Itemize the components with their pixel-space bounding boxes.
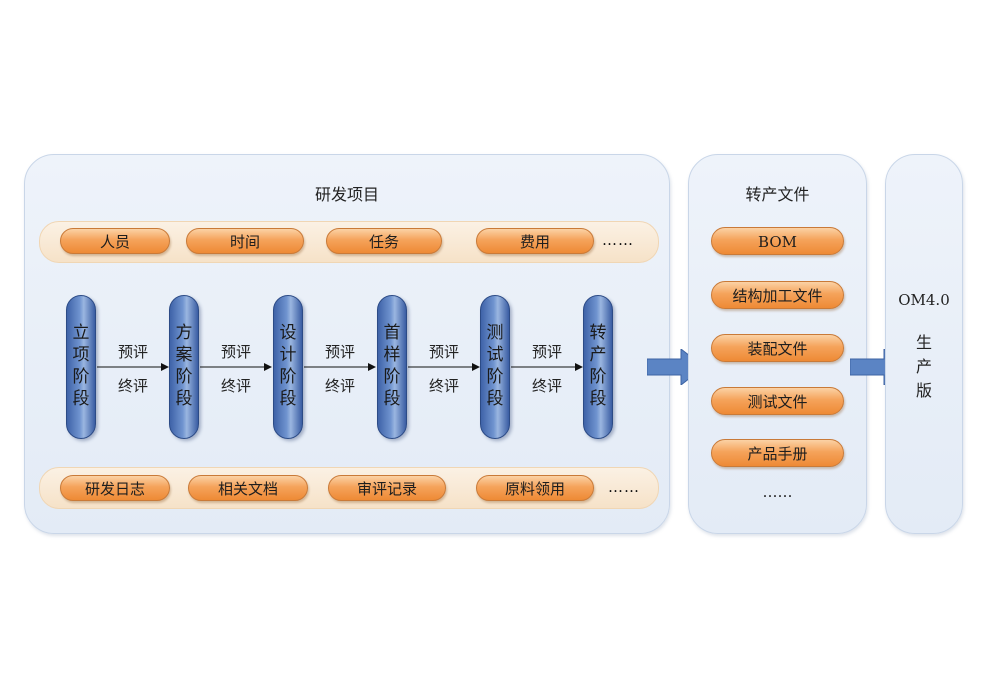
stage-transition: 预评 终评 <box>97 335 169 395</box>
stage-transition: 预评 终评 <box>408 335 480 395</box>
stage-label: 立项阶段 <box>67 322 95 410</box>
record-strip: 研发日志 相关文档 审评记录 原料领用 …… <box>39 467 659 509</box>
stage-char: 转 <box>589 323 607 343</box>
stage-char: 阶 <box>279 367 297 387</box>
transfer-pill-assembly-files: 装配文件 <box>711 334 844 362</box>
final-review-label: 终评 <box>428 377 459 395</box>
stage-transition: 预评 终评 <box>200 335 272 395</box>
transfer-pill-structure-files: 结构加工文件 <box>711 281 844 309</box>
production-system-label: OM4.0 <box>898 291 950 309</box>
production-panel: OM4.0 生产版 <box>885 154 963 534</box>
preliminary-review-label: 预评 <box>428 343 459 361</box>
resource-strip: 人员 时间 任务 费用 …… <box>39 221 659 263</box>
stage-testing: 测试阶段 <box>480 295 510 439</box>
stage-char: 测 <box>486 323 504 343</box>
stage-label: 方案阶段 <box>170 322 198 410</box>
stage-transition: 预评 终评 <box>304 335 376 395</box>
transition-arrow <box>304 363 376 371</box>
record-pill-dev-log: 研发日志 <box>60 475 170 501</box>
project-panel: 研发项目 人员 时间 任务 费用 …… 立项阶段 方案阶段 设计阶段 首样阶段 … <box>24 154 670 534</box>
resource-pill-task: 任务 <box>326 228 442 254</box>
transfer-title: 转产文件 <box>745 185 810 204</box>
record-more: …… <box>608 478 640 496</box>
transfer-pill-product-manual: 产品手册 <box>711 439 844 467</box>
preliminary-review-label: 预评 <box>324 343 355 361</box>
transfer-more: …… <box>762 483 793 501</box>
stage-char: 立 <box>72 323 90 343</box>
transfer-pill-test-files: 测试文件 <box>711 387 844 415</box>
stage-label: 转产阶段 <box>584 322 612 410</box>
stage-char: 段 <box>279 389 297 409</box>
preliminary-review-label: 预评 <box>117 343 148 361</box>
record-pill-related-docs: 相关文档 <box>188 475 308 501</box>
stage-char: 计 <box>279 345 297 365</box>
stage-char: 段 <box>589 389 607 409</box>
stage-char: 阶 <box>589 367 607 387</box>
stage-char: 设 <box>279 323 297 343</box>
stage-transition: 预评 终评 <box>511 335 583 395</box>
stage-char: 段 <box>175 389 193 409</box>
resource-pill-time: 时间 <box>186 228 304 254</box>
transition-arrow <box>408 363 480 371</box>
transition-arrow <box>511 363 583 371</box>
stage-transfer: 转产阶段 <box>583 295 613 439</box>
final-review-label: 终评 <box>324 377 355 395</box>
transfer-pill-bom: BOM <box>711 227 844 255</box>
resource-pill-cost: 费用 <box>476 228 594 254</box>
stage-char: 阶 <box>72 367 90 387</box>
stage-char: 样 <box>383 345 401 365</box>
transition-arrow <box>200 363 272 371</box>
final-review-label: 终评 <box>531 377 562 395</box>
production-char: 版 <box>915 381 932 400</box>
stage-char: 试 <box>486 345 504 365</box>
stage-char: 首 <box>383 323 401 343</box>
stage-char: 段 <box>486 389 504 409</box>
stage-char: 案 <box>175 345 193 365</box>
record-pill-material-use: 原料领用 <box>476 475 594 501</box>
stage-char: 项 <box>72 345 90 365</box>
stage-label: 测试阶段 <box>481 322 509 410</box>
stage-char: 段 <box>383 389 401 409</box>
stage-char: 阶 <box>383 367 401 387</box>
stage-label: 设计阶段 <box>274 322 302 410</box>
record-pill-review-records: 审评记录 <box>328 475 446 501</box>
resource-more: …… <box>602 231 634 249</box>
stage-scheme: 方案阶段 <box>169 295 199 439</box>
final-review-label: 终评 <box>117 377 148 395</box>
stage-design: 设计阶段 <box>273 295 303 439</box>
resource-pill-personnel: 人员 <box>60 228 170 254</box>
project-title: 研发项目 <box>314 185 379 204</box>
stage-char: 段 <box>72 389 90 409</box>
stage-first-sample: 首样阶段 <box>377 295 407 439</box>
transition-arrow <box>97 363 169 371</box>
preliminary-review-label: 预评 <box>220 343 251 361</box>
stage-char: 方 <box>175 323 193 343</box>
stage-char: 阶 <box>175 367 193 387</box>
final-review-label: 终评 <box>220 377 251 395</box>
production-version-label: 生产版 <box>886 331 962 403</box>
transfer-panel: 转产文件 BOM 结构加工文件 装配文件 测试文件 产品手册 …… <box>688 154 867 534</box>
preliminary-review-label: 预评 <box>531 343 562 361</box>
production-char: 产 <box>915 357 932 376</box>
stage-char: 阶 <box>486 367 504 387</box>
stage-label: 首样阶段 <box>378 322 406 410</box>
stage-initiation: 立项阶段 <box>66 295 96 439</box>
production-char: 生 <box>915 333 932 352</box>
stage-char: 产 <box>589 345 607 365</box>
